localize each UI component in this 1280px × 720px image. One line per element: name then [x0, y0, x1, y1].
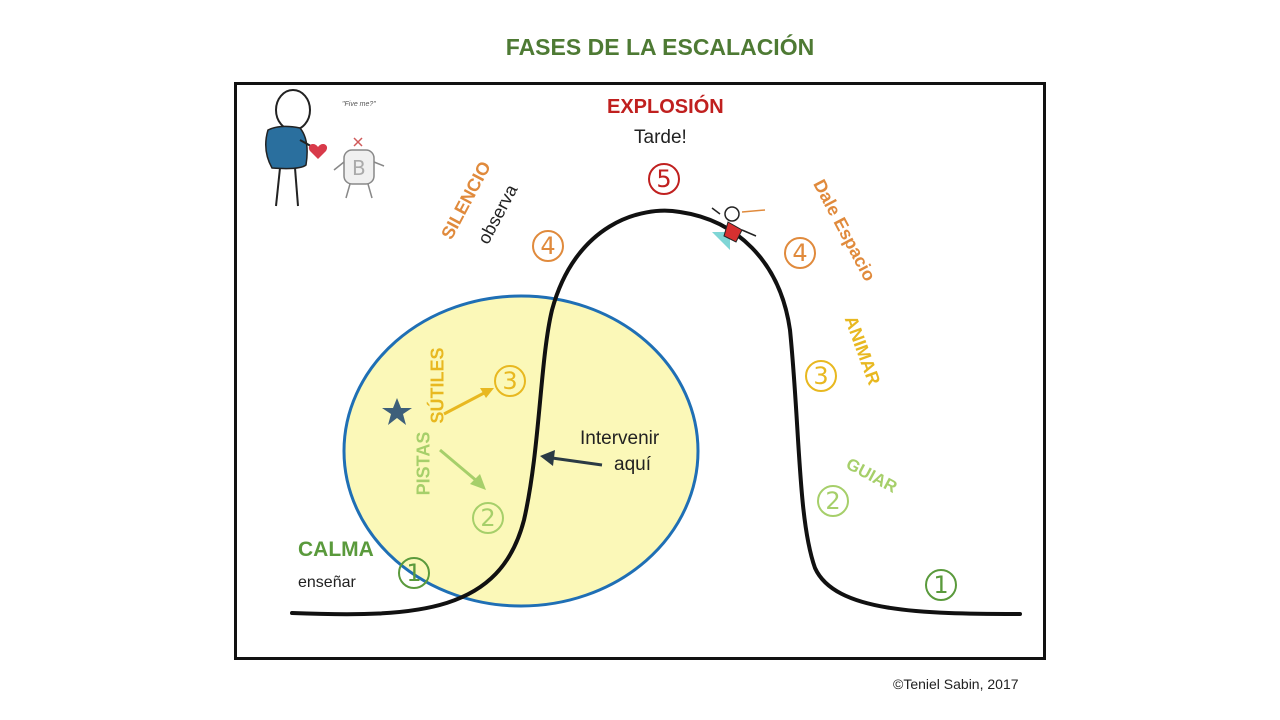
pistas-title: PISTAS: [413, 432, 434, 496]
intervene-line2: aquí: [614, 454, 651, 476]
phase-3-right-number: 3: [805, 360, 837, 392]
calma-subtitle: enseñar: [298, 574, 356, 592]
calma-title: CALMA: [298, 538, 374, 562]
phase-1-left-number: 1: [398, 557, 430, 589]
speech-note: "Five me?": [342, 101, 376, 108]
phase-2-left-number: 2: [472, 502, 504, 534]
copyright-credit: ©Teniel Sabin, 2017: [893, 676, 1019, 692]
highlight-circle: [344, 296, 698, 606]
phase-5-number: 5: [648, 163, 680, 195]
sledding-figure-illustration: [712, 207, 765, 250]
explosion-subtitle: Tarde!: [634, 127, 687, 149]
svg-text:B: B: [352, 156, 366, 180]
phase-4-right-number: 4: [784, 237, 816, 269]
heart-icon: [309, 144, 327, 159]
phase-4-left-number: 4: [532, 230, 564, 262]
intervene-line1: Intervenir: [580, 428, 659, 450]
sutiles-title: SÚTILES: [428, 347, 449, 423]
phase-1-right-number: 1: [925, 569, 957, 601]
phase-2-right-number: 2: [817, 485, 849, 517]
explosion-title: EXPLOSIÓN: [607, 96, 724, 119]
phase-3-left-number: 3: [494, 365, 526, 397]
robot-illustration: B: [334, 138, 384, 198]
